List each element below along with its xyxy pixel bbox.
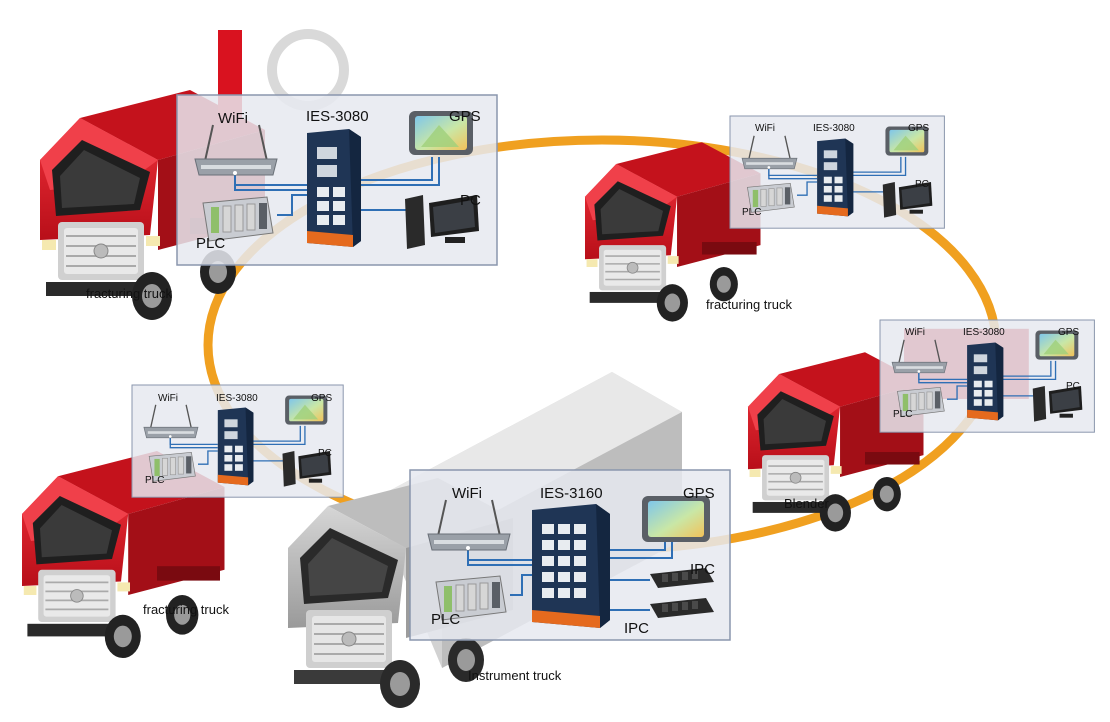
ipc-label: IPC [624, 620, 650, 637]
wifi-label: WiFi [452, 485, 482, 502]
gps-label: GPS [908, 123, 930, 134]
truck-caption: fracturing truck [143, 602, 229, 617]
truck-caption: fracturing truck [706, 297, 792, 312]
gps-label: GPS [449, 108, 481, 125]
ipc-label: IPC [690, 561, 716, 578]
truck-caption: fracturing truck [86, 286, 172, 301]
wifi-label: WiFi [905, 327, 925, 338]
switch-label: IES-3080 [813, 123, 855, 134]
gps-label: GPS [1058, 327, 1080, 338]
gps-label: GPS [683, 485, 715, 502]
switch-label: IES-3080 [216, 393, 258, 404]
plc-label: PLC [431, 611, 461, 628]
truck-caption: Instrument truck [468, 668, 562, 683]
plc-label: PLC [893, 409, 913, 420]
plc-label: PLC [742, 207, 762, 218]
wifi-label: WiFi [158, 393, 178, 404]
wifi-label: WiFi [218, 110, 248, 127]
pc-label: PC [460, 192, 481, 209]
wifi-label: WiFi [755, 123, 775, 134]
pc-label: PC [318, 448, 332, 459]
pc-label: PC [915, 179, 929, 190]
truck-caption: Blender [784, 496, 829, 511]
pc-label: PC [1066, 381, 1080, 392]
switch-label: IES-3080 [306, 108, 369, 125]
plc-label: PLC [145, 475, 165, 486]
plc-label: PLC [196, 235, 226, 252]
switch-label: IES-3160 [540, 485, 603, 502]
gps-label: GPS [311, 393, 333, 404]
switch-label: IES-3080 [963, 327, 1005, 338]
